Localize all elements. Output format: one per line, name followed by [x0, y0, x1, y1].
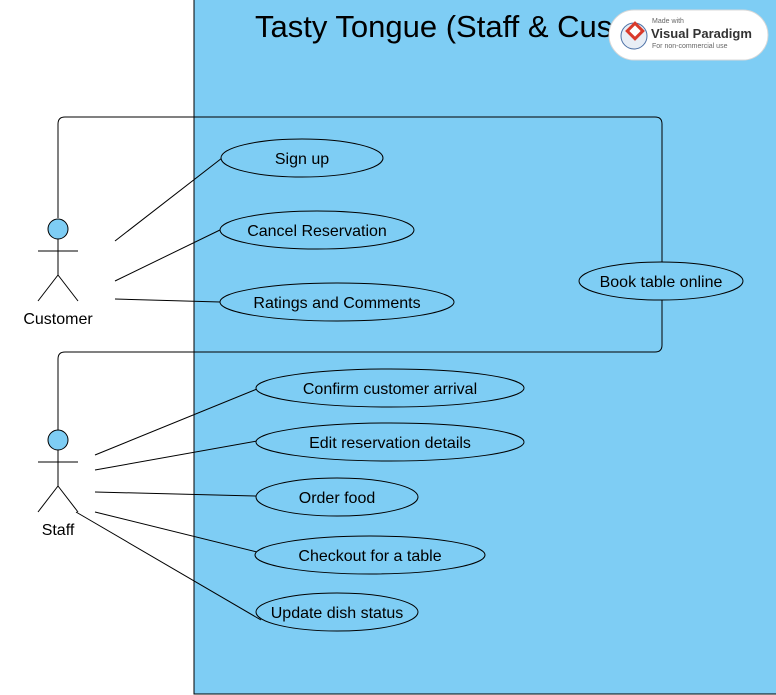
use-case-book-table-online: Book table online: [578, 261, 744, 301]
svg-text:Visual Paradigm: Visual Paradigm: [651, 26, 752, 41]
svg-text:Order food: Order food: [299, 490, 375, 507]
svg-text:Sign up: Sign up: [275, 151, 329, 168]
assoc-staff-confirm-arrival: [94, 388, 258, 456]
assoc-staff-book-table: [57, 296, 663, 430]
customer-head: [47, 218, 69, 240]
svg-text:Checkout for a table: Checkout for a table: [298, 548, 441, 565]
customer-label: Customer: [23, 311, 93, 328]
svg-text:Made with: Made with: [652, 18, 684, 25]
use-case-checkout-table: Checkout for a table: [254, 535, 486, 575]
system-title: Tasty Tongue (Staff & Cus: [255, 9, 612, 44]
assoc-staff-update-dish: [75, 511, 262, 621]
staff-head: [47, 429, 69, 451]
use-case-confirm-arrival: Confirm customer arrival: [255, 368, 525, 408]
use-case-update-dish-status: Update dish status: [255, 592, 419, 632]
assoc-staff-edit-reservation: [94, 440, 258, 471]
use-case-order-food: Order food: [255, 477, 419, 517]
associations: [57, 116, 663, 621]
staff-label: Staff: [42, 522, 75, 539]
visual-paradigm-watermark: Made with Visual Paradigm For non-commer…: [608, 9, 769, 61]
system-boundary: [193, 0, 776, 695]
assoc-customer-sign-up: [114, 157, 223, 242]
assoc-staff-checkout: [94, 511, 258, 553]
assoc-customer-ratings: [114, 298, 221, 303]
assoc-customer-book-table: [57, 116, 663, 266]
use-case-ratings-comments: Ratings and Comments: [219, 282, 455, 322]
actor-customer: Customer: [23, 218, 93, 328]
assoc-staff-order-food: [94, 491, 257, 497]
assoc-customer-cancel-reservation: [114, 228, 223, 282]
svg-text:Edit reservation details: Edit reservation details: [309, 435, 471, 452]
use-case-edit-reservation: Edit reservation details: [255, 422, 525, 462]
use-case-sign-up: Sign up: [220, 138, 384, 178]
svg-text:Cancel Reservation: Cancel Reservation: [247, 223, 387, 240]
svg-text:Confirm customer arrival: Confirm customer arrival: [303, 381, 477, 398]
use-case-cancel-reservation: Cancel Reservation: [219, 210, 415, 250]
svg-text:Ratings and Comments: Ratings and Comments: [253, 295, 420, 312]
svg-text:For non-commercial use: For non-commercial use: [652, 43, 728, 50]
visual-paradigm-logo-icon: [620, 21, 648, 50]
svg-text:Book table online: Book table online: [600, 274, 723, 291]
actor-staff: Staff: [37, 429, 79, 539]
svg-text:Update dish status: Update dish status: [271, 605, 404, 622]
